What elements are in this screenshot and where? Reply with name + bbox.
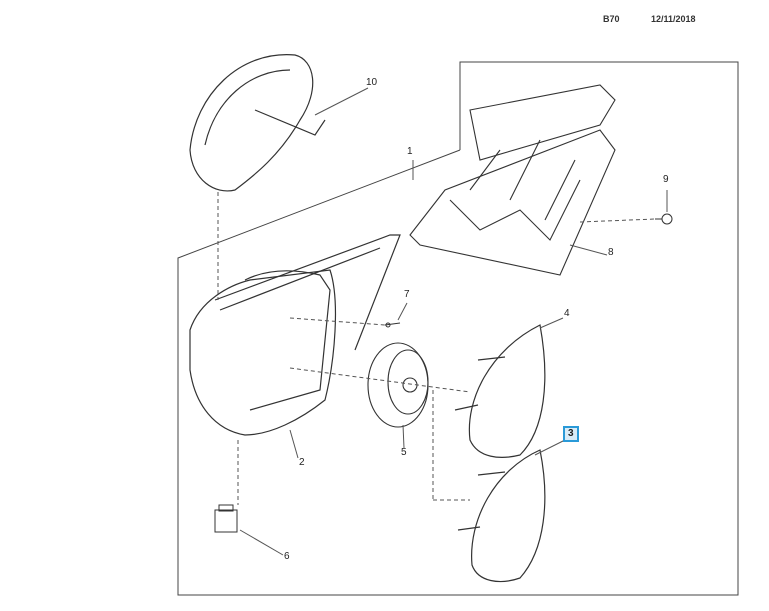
connector-part [214, 504, 238, 533]
callout-8[interactable]: 8 [608, 247, 614, 258]
mirror-glass-lower-part [457, 449, 546, 583]
assembly-frame [177, 61, 739, 596]
callout-4[interactable]: 4 [564, 308, 570, 319]
callout-5[interactable]: 5 [401, 447, 407, 458]
callout-1[interactable]: 1 [407, 146, 413, 157]
screw-part [655, 213, 673, 225]
callout-2[interactable]: 2 [299, 457, 305, 468]
mirror-glass-upper-part [454, 324, 546, 458]
leader-lines [239, 87, 668, 556]
mirror-base-part [409, 84, 616, 276]
callout-9[interactable]: 9 [663, 174, 669, 185]
callout-3-selected[interactable]: 3 [563, 426, 579, 442]
callout-6[interactable]: 6 [284, 551, 290, 562]
callout-10[interactable]: 10 [366, 77, 378, 88]
mirror-motor-part [367, 342, 429, 428]
mirror-cover-part [189, 54, 326, 192]
alignment-lines [217, 192, 656, 505]
diagram-date: 12/11/2018 [651, 14, 696, 24]
callout-7[interactable]: 7 [404, 289, 410, 300]
diagram-code: B70 [603, 14, 620, 24]
small-screw-part [384, 322, 401, 328]
mirror-housing-part [189, 234, 401, 436]
